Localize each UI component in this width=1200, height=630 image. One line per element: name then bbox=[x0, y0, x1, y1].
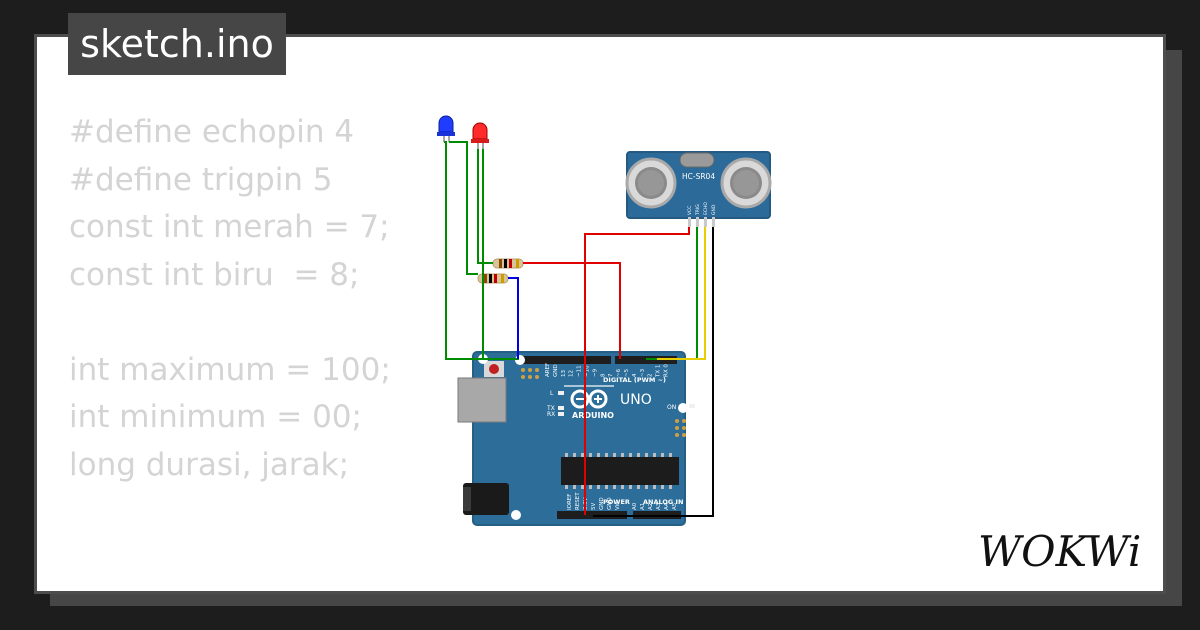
pin-label: TX 1 bbox=[656, 365, 662, 378]
pin-label: ~6 bbox=[616, 368, 622, 377]
wire-black-gnd bbox=[593, 227, 714, 517]
sensor-pin-label: ECHO bbox=[703, 202, 709, 215]
power-label: POWER bbox=[603, 498, 630, 506]
wires bbox=[444, 141, 714, 517]
analog-label: ANALOG IN bbox=[643, 498, 683, 506]
wire-red-vcc bbox=[584, 227, 690, 515]
pin-label: 4 bbox=[632, 373, 638, 377]
sensor-pin-label: VCC bbox=[687, 206, 693, 215]
led-label-tx: TX bbox=[546, 405, 555, 412]
wire-green-red-led bbox=[477, 149, 493, 264]
transducer-right bbox=[720, 157, 772, 209]
crystal bbox=[679, 152, 715, 168]
code-line: int minimum = 00; bbox=[69, 399, 362, 435]
code-line: void setup(){ bbox=[69, 584, 391, 591]
led-label-rx: RX bbox=[547, 411, 555, 418]
pin-label: 12 bbox=[569, 370, 575, 377]
pin-label: ~9 bbox=[592, 368, 598, 377]
wire-green-red-gnd bbox=[482, 149, 519, 360]
pin-label: 13 bbox=[561, 370, 567, 377]
code-line: int maximum = 100; bbox=[69, 351, 391, 388]
file-tab[interactable]: sketch.ino bbox=[68, 13, 286, 75]
pin-label: A5 bbox=[672, 502, 678, 510]
wire-green-blue-resistor bbox=[449, 141, 478, 275]
circuit-diagram: UNO ARDUINO DIGITAL (PWM ~) POWER ANALOG… bbox=[437, 115, 772, 526]
arduino-logo-icon bbox=[570, 389, 608, 409]
led-blue[interactable] bbox=[437, 115, 455, 142]
wire-red-resistor-pin7 bbox=[523, 262, 621, 359]
power-header bbox=[557, 511, 627, 519]
wokwi-logo: WOKWi bbox=[978, 527, 1141, 576]
pin-label: RX 0 bbox=[664, 364, 670, 377]
sensor-label: HC-SR04 bbox=[682, 172, 715, 181]
board-model: UNO bbox=[620, 392, 652, 408]
led-red[interactable] bbox=[471, 122, 489, 149]
pin-label: Vin bbox=[615, 501, 621, 510]
icsp-header bbox=[521, 368, 539, 379]
code-line: const int merah = 7; bbox=[69, 209, 390, 245]
pin-label: 7 bbox=[608, 373, 614, 377]
pin-label: AREF bbox=[545, 363, 551, 377]
pin-label: 8 bbox=[600, 373, 606, 377]
power-jack bbox=[463, 483, 509, 515]
pin-label: A3 bbox=[656, 502, 662, 510]
resistor-2[interactable] bbox=[477, 273, 509, 284]
top-header-left bbox=[523, 356, 611, 364]
svg-text:WOKWi: WOKWi bbox=[978, 527, 1141, 576]
usb-port bbox=[457, 377, 507, 423]
code-line: #define echopin 4 bbox=[69, 114, 355, 150]
pin-label: ~3 bbox=[640, 368, 646, 377]
on-label: ON bbox=[667, 404, 676, 411]
pin-label: 2 bbox=[648, 374, 654, 378]
pin-label: A4 bbox=[664, 502, 670, 510]
pin-label: ~11 bbox=[577, 365, 583, 377]
digital-header-label: DIGITAL (PWM ~) bbox=[603, 376, 666, 384]
pin-label: A1 bbox=[640, 503, 646, 510]
pin-label: A0 bbox=[632, 502, 638, 510]
arduino-uno-board[interactable]: UNO ARDUINO DIGITAL (PWM ~) POWER ANALOG… bbox=[457, 351, 695, 526]
board-brand: ARDUINO bbox=[572, 411, 614, 420]
wire-yellow-echo bbox=[657, 227, 706, 360]
pin-label: ~10 bbox=[585, 365, 591, 377]
wire-green-trig bbox=[646, 227, 698, 360]
resistor-1[interactable] bbox=[492, 258, 524, 269]
sensor-pin-label: TRIG bbox=[695, 204, 701, 216]
pin-label: GND bbox=[553, 364, 559, 377]
led-label-l: L bbox=[550, 390, 554, 397]
wire-green-blue-led bbox=[444, 141, 517, 360]
preview-card: #define echopin 4 #define trigpin 5 const … bbox=[34, 34, 1166, 594]
code-line: const int biru = 8; bbox=[69, 256, 360, 293]
transducer-left bbox=[625, 157, 677, 209]
code-line: long durasi, jarak; bbox=[69, 446, 350, 483]
wire-blue-resistor-pin8 bbox=[508, 277, 519, 359]
pin-label: GND bbox=[607, 497, 613, 510]
pin-label: A2 bbox=[648, 503, 654, 510]
sensor-pins bbox=[688, 217, 715, 227]
code-line: #define trigpin 5 bbox=[69, 161, 333, 198]
pin-label: IOREF bbox=[567, 494, 573, 510]
atmega-chip bbox=[561, 457, 679, 485]
pin-label: GND bbox=[599, 497, 605, 510]
code-preview: #define echopin 4 #define trigpin 5 const … bbox=[69, 109, 391, 591]
sensor-pin-label: GND bbox=[711, 204, 717, 215]
pin-label: RESET bbox=[575, 492, 581, 510]
pin-label: ~5 bbox=[624, 368, 630, 377]
pin-label: 5V bbox=[591, 503, 597, 510]
